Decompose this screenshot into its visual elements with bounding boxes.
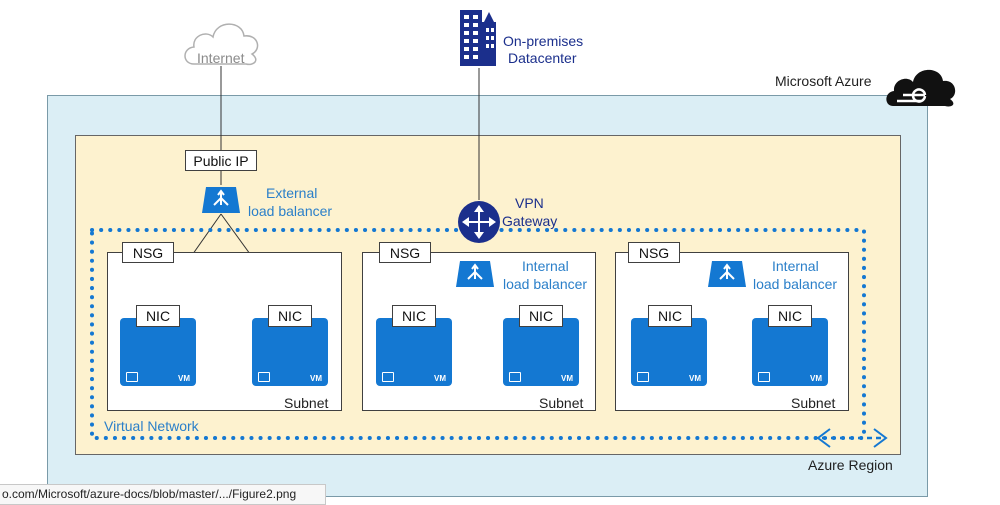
external-lb-label-line1: External	[266, 185, 318, 201]
monitor-icon	[126, 372, 138, 382]
subnet-1-nsg: NSG	[122, 242, 174, 263]
internal-lb-2-label-line2: load balancer	[753, 276, 838, 292]
vm-label: VM	[178, 374, 190, 383]
subnet-2-nic-1: NIC	[392, 305, 436, 327]
subnet-1-vm-2: VM	[252, 318, 328, 386]
subnet-2-vm-1: VM	[376, 318, 452, 386]
virtual-network-boundary	[90, 228, 866, 440]
subnet-1-nic-1: NIC	[136, 305, 180, 327]
vm-label: VM	[689, 374, 701, 383]
vpn-gateway-icon	[458, 201, 500, 243]
vm-label: VM	[434, 374, 446, 383]
vm-label: VM	[561, 374, 573, 383]
subnet-1-nic-2: NIC	[268, 305, 312, 327]
subnet-2-nsg: NSG	[379, 242, 431, 263]
subnet-3-label: Subnet	[791, 395, 836, 411]
onprem-label-line2: Datacenter	[508, 50, 577, 66]
internal-load-balancer-1-icon	[456, 261, 494, 287]
azure-label: Microsoft Azure	[775, 73, 872, 89]
region-arrow-icon	[816, 428, 888, 448]
azure-cloud-icon	[886, 69, 956, 107]
external-load-balancer-icon	[202, 187, 240, 213]
vm-label: VM	[310, 374, 322, 383]
vm-label: VM	[810, 374, 822, 383]
subnet-2-label: Subnet	[539, 395, 584, 411]
internet-label: Internet	[197, 50, 245, 66]
vpn-label-line2: Gateway	[502, 213, 558, 229]
subnet-2-nic-2: NIC	[519, 305, 563, 327]
monitor-icon	[509, 372, 521, 382]
monitor-icon	[758, 372, 770, 382]
vpn-label-line1: VPN	[515, 195, 544, 211]
external-lb-label-line2: load balancer	[248, 203, 333, 219]
monitor-icon	[637, 372, 649, 382]
monitor-icon	[258, 372, 270, 382]
subnet-1-label: Subnet	[284, 395, 329, 411]
subnet-3-vm-1: VM	[631, 318, 707, 386]
internal-load-balancer-2-icon	[708, 261, 746, 287]
internal-lb-2-label-line1: Internal	[772, 258, 819, 274]
public-ip-box: Public IP	[185, 150, 257, 171]
virtual-network-label: Virtual Network	[104, 418, 199, 434]
subnet-2-vm-2: VM	[503, 318, 579, 386]
onprem-label-line1: On-premises	[503, 33, 584, 49]
internet-cloud-icon	[184, 23, 259, 66]
subnet-3-vm-2: VM	[752, 318, 828, 386]
status-bar-url: o.com/Microsoft/azure-docs/blob/master/.…	[0, 484, 326, 505]
subnet-3-nsg: NSG	[628, 242, 680, 263]
subnet-1-vm-1: VM	[120, 318, 196, 386]
building-icon	[460, 10, 496, 66]
monitor-icon	[382, 372, 394, 382]
subnet-3-nic-2: NIC	[768, 305, 812, 327]
internal-lb-1-label-line1: Internal	[522, 258, 569, 274]
subnet-3-nic-1: NIC	[648, 305, 692, 327]
internal-lb-1-label-line2: load balancer	[503, 276, 588, 292]
azure-region-label: Azure Region	[808, 457, 893, 473]
